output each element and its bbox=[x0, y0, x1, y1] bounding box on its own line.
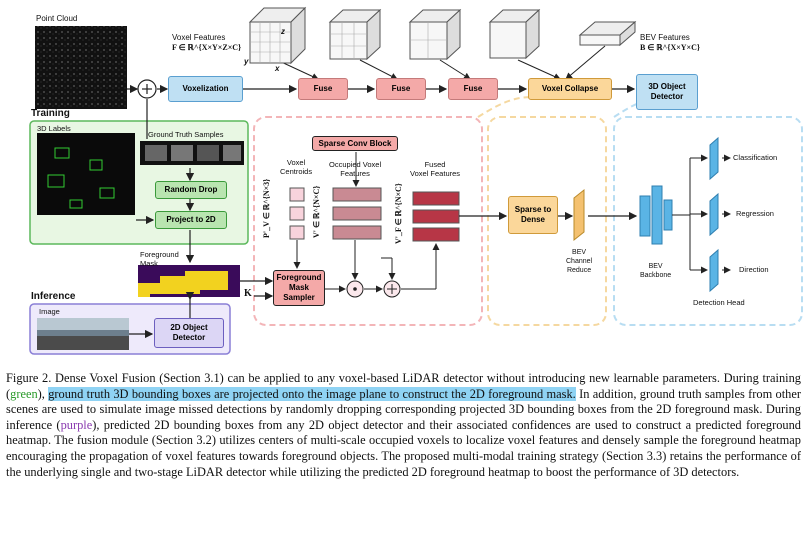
labels-3d-label: 3D Labels bbox=[37, 124, 71, 133]
labels-3d-image bbox=[37, 133, 135, 215]
axis-y-label: y bbox=[244, 57, 249, 66]
training-label: Training bbox=[31, 108, 70, 119]
voxel-cube-4 bbox=[488, 8, 541, 60]
pv-math-label: P'_V ∈ ℝ^{N×3} bbox=[262, 178, 271, 238]
direction-label: Direction bbox=[739, 265, 769, 274]
fuse-box-1: Fuse bbox=[298, 78, 348, 100]
point-cloud-image bbox=[35, 26, 127, 109]
caption-part-3: In addition, ground truth samples from o… bbox=[6, 386, 801, 432]
occupied-voxel-features-label: Occupied Voxel Features bbox=[329, 160, 382, 178]
caption-highlighted-text[interactable]: ground truth 3D bounding boxes are proje… bbox=[48, 386, 576, 401]
sparse-conv-block-box: Sparse Conv Block bbox=[312, 136, 398, 151]
figure-diagram: Voxelization Fuse Fuse Fuse Voxel Collap… bbox=[29, 6, 803, 355]
fuse-box-3: Fuse bbox=[448, 78, 498, 100]
bev-features-label: BEV Features bbox=[640, 33, 690, 42]
detector-region bbox=[613, 116, 803, 326]
figure-caption: Figure 2. Dense Voxel Fusion (Section 3.… bbox=[6, 371, 801, 480]
classification-label: Classification bbox=[733, 153, 778, 162]
bev-slab bbox=[578, 20, 637, 47]
axis-z-label: z bbox=[281, 27, 285, 36]
regression-label: Regression bbox=[736, 209, 774, 218]
sparse-to-dense-box: Sparse to Dense bbox=[508, 196, 558, 234]
voxel-features-label: Voxel Features bbox=[172, 33, 226, 42]
fuse-box-2: Fuse bbox=[376, 78, 426, 100]
k-label: K bbox=[244, 288, 252, 299]
image-label: Image bbox=[39, 307, 60, 316]
random-drop-box: Random Drop bbox=[155, 181, 227, 199]
voxel-cube-2 bbox=[328, 8, 382, 61]
vf-math-label: V'_F ∈ ℝ^{N×C} bbox=[394, 183, 403, 244]
inference-label: Inference bbox=[31, 291, 76, 302]
axis-x-label: x bbox=[275, 64, 280, 73]
bev-channel-reduce-label: BEV Channel Reduce bbox=[566, 249, 593, 274]
diagram-canvas bbox=[29, 6, 803, 355]
bev-features-math: B ∈ ℝ^{X×Y×C} bbox=[640, 43, 701, 52]
fusion-module-region bbox=[253, 116, 483, 326]
voxel-centroids-label: Voxel Centroids bbox=[280, 158, 313, 176]
bev-backbone-label: BEV Backbone bbox=[640, 263, 672, 279]
caption-purple-word: purple bbox=[60, 417, 93, 432]
voxel-cube-3 bbox=[408, 8, 462, 61]
voxel-cube-1 bbox=[248, 6, 307, 65]
caption-green-word: green bbox=[10, 386, 38, 401]
vv-math-label: V' ∈ ℝ^{N×C} bbox=[312, 185, 321, 238]
voxel-collapse-region bbox=[487, 116, 607, 326]
foreground-mask-label: Foreground Mask bbox=[140, 250, 179, 268]
project-to-2d-box: Project to 2D bbox=[155, 211, 227, 229]
voxelization-box: Voxelization bbox=[168, 76, 243, 102]
object-detector-3d-box: 3D Object Detector bbox=[636, 74, 698, 110]
detection-head-label: Detection Head bbox=[693, 298, 745, 307]
point-cloud-label: Point Cloud bbox=[36, 14, 78, 23]
caption-part-1: Figure 2. Dense Voxel Fusion (Section 3.… bbox=[6, 371, 801, 401]
caption-part-4: ), predicted 2D bounding boxes from any … bbox=[6, 417, 802, 479]
object-detector-2d-box: 2D Object Detector bbox=[154, 318, 224, 348]
fg-mask-sampler-box: Foreground Mask Sampler bbox=[273, 270, 325, 306]
fused-voxel-features-label: Fused Voxel Features bbox=[410, 160, 461, 178]
gt-samples-label: Ground Truth Samples bbox=[148, 130, 224, 139]
voxel-features-math: F ∈ ℝ^{X×Y×Z×C} bbox=[172, 43, 242, 52]
caption-part-2: ), bbox=[37, 386, 49, 401]
voxel-collapse-box: Voxel Collapse bbox=[528, 78, 612, 100]
